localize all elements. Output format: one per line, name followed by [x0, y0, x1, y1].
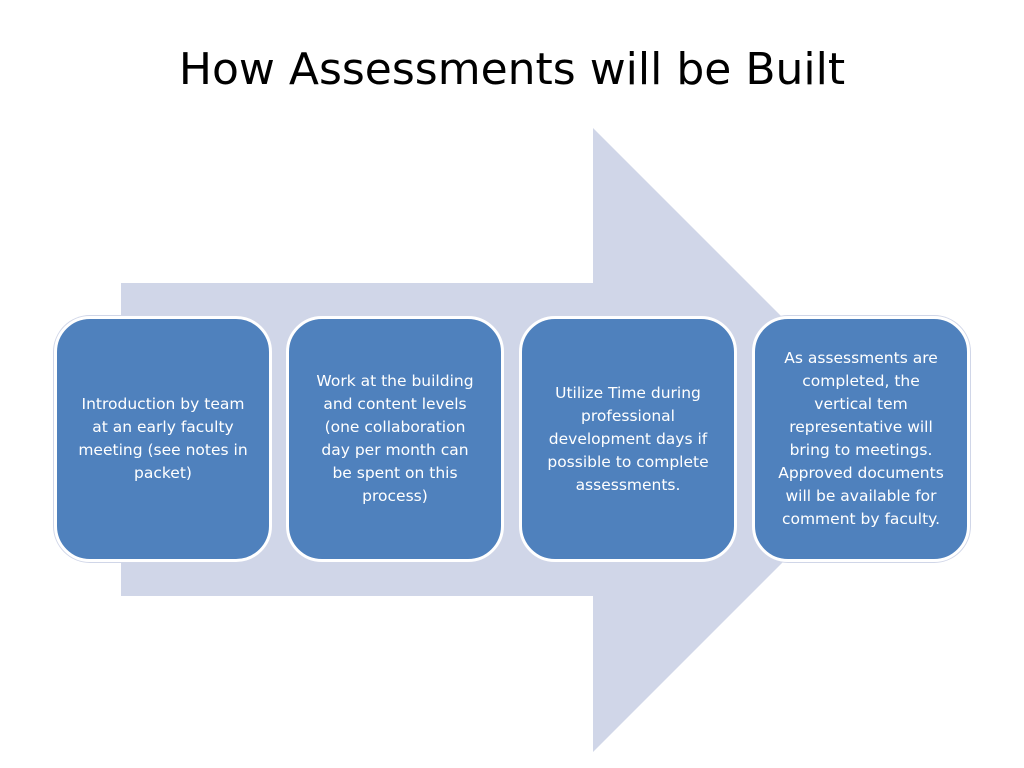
- step-box-2: Work at the building and content levels …: [286, 316, 504, 562]
- step-box-1: Introduction by team at an early faculty…: [54, 316, 272, 562]
- step-box-4: As assessments are completed, the vertic…: [752, 316, 970, 562]
- step-text-3: Utilize Time during professional develop…: [547, 383, 709, 494]
- step-box-3: Utilize Time during professional develop…: [519, 316, 737, 562]
- arrow-shape: [121, 128, 905, 752]
- step-text-4: As assessments are completed, the vertic…: [778, 349, 944, 528]
- slide-title: How Assessments will be Built: [178, 44, 846, 95]
- step-text-2: Work at the building and content levels …: [316, 372, 474, 505]
- step-text-1: Introduction by team at an early faculty…: [78, 395, 248, 482]
